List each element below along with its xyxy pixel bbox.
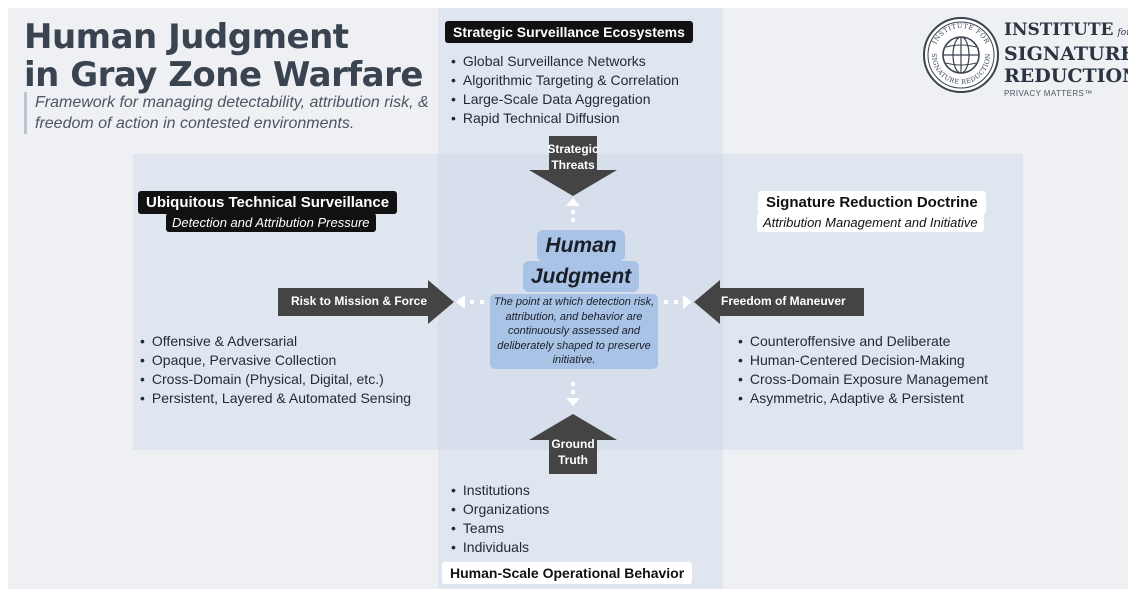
list-item: Global Surveillance Networks [451, 52, 679, 71]
freedom-of-maneuver-label: Freedom of Maneuver [721, 294, 846, 308]
dotted-connector-up [566, 198, 580, 222]
center-title: Human Judgment [516, 230, 646, 292]
title-line-2: in Gray Zone Warfare [24, 55, 423, 95]
freedom-of-maneuver-arrow [694, 280, 864, 324]
left-sublabel: Detection and Attribution Pressure [166, 213, 376, 232]
list-item: Human-Centered Decision-Making [738, 351, 988, 370]
right-sublabel: Attribution Management and Initiative [757, 213, 984, 232]
dotted-connector-down [566, 382, 580, 406]
dotted-connector-right [664, 295, 692, 309]
list-item: Rapid Technical Diffusion [451, 109, 679, 128]
page-title: Human Judgment in Gray Zone Warfare [24, 18, 434, 94]
top-list: Global Surveillance Networks Algorithmic… [451, 52, 679, 128]
bottom-list: Institutions Organizations Teams Individ… [451, 481, 549, 557]
list-item: Opaque, Pervasive Collection [140, 351, 411, 370]
list-item: Cross-Domain Exposure Management [738, 370, 988, 389]
list-item: Teams [451, 519, 549, 538]
institute-seal-logo: INSTITUTE FOR SIGNATURE REDUCTION [923, 17, 999, 93]
strategic-threats-arrow [529, 136, 617, 196]
institute-wordmark: INSTITUTEfor SIGNATURE REDUCTION PRIVACY… [1004, 20, 1128, 98]
title-line-1: Human Judgment [24, 17, 349, 57]
bottom-label: Human-Scale Operational Behavior [442, 562, 693, 584]
list-item: Asymmetric, Adaptive & Persistent [738, 389, 988, 408]
list-item: Offensive & Adversarial [140, 332, 411, 351]
right-list: Counteroffensive and Deliberate Human-Ce… [738, 332, 988, 408]
list-item: Organizations [451, 500, 549, 519]
list-item: Counteroffensive and Deliberate [738, 332, 988, 351]
page-subtitle: Framework for managing detectability, at… [24, 92, 429, 134]
center-description: The point at which detection risk, attri… [490, 294, 658, 369]
right-label: Signature Reduction Doctrine [758, 191, 986, 214]
left-label: Ubiquitous Technical Surveillance [138, 191, 398, 214]
list-item: Institutions [451, 481, 549, 500]
dotted-connector-left [456, 295, 484, 309]
diagram-canvas: Human Judgment in Gray Zone Warfare Fram… [8, 8, 1128, 589]
list-item: Persistent, Layered & Automated Sensing [140, 389, 411, 408]
list-item: Algorithmic Targeting & Correlation [451, 71, 679, 90]
risk-to-mission-arrow [278, 280, 454, 324]
top-label: Strategic Surveillance Ecosystems [445, 21, 693, 43]
list-item: Large-Scale Data Aggregation [451, 90, 679, 109]
ground-truth-arrow [529, 414, 617, 474]
risk-to-mission-label: Risk to Mission & Force [291, 294, 428, 308]
list-item: Cross-Domain (Physical, Digital, etc.) [140, 370, 411, 389]
left-list: Offensive & Adversarial Opaque, Pervasiv… [140, 332, 411, 408]
list-item: Individuals [451, 538, 549, 557]
